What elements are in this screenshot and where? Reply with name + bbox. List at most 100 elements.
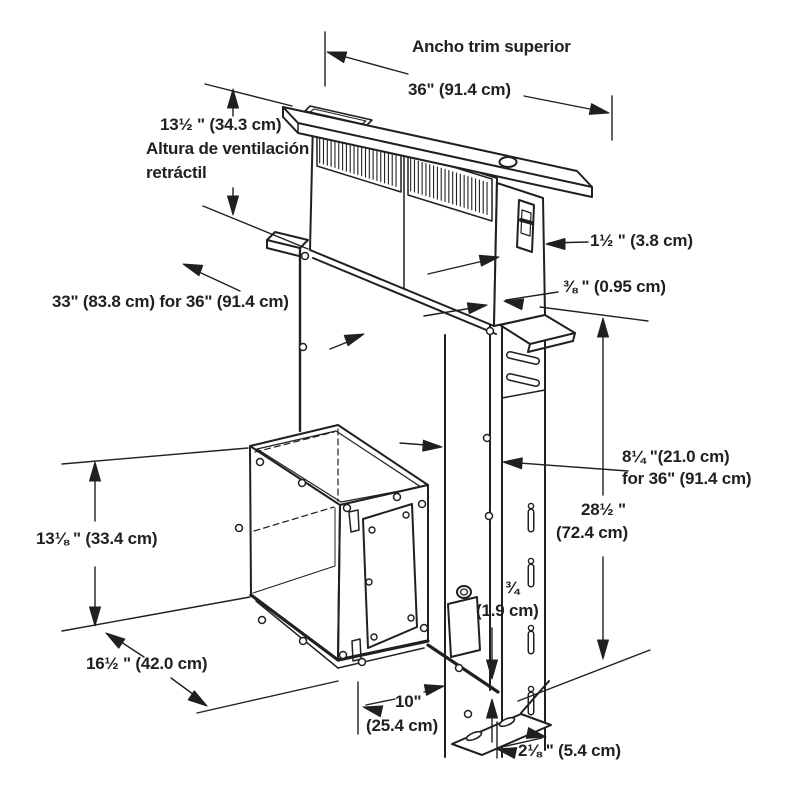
screw xyxy=(338,650,348,660)
bracket-brace xyxy=(520,680,550,714)
trim-left-edge xyxy=(282,106,299,124)
label-floor-clearance: ¾ xyxy=(505,578,519,597)
arrowhead xyxy=(503,298,525,311)
screw xyxy=(300,251,310,261)
arrowhead xyxy=(227,195,239,216)
arrowhead xyxy=(326,51,348,64)
door-screw xyxy=(368,526,376,534)
dimension-line xyxy=(539,306,649,322)
arrowhead xyxy=(362,705,384,718)
label-box-width-2: (25.4 cm) xyxy=(366,716,438,735)
screw xyxy=(484,511,494,521)
screw xyxy=(298,636,308,646)
screw xyxy=(257,615,267,625)
arrowhead xyxy=(105,632,126,649)
dimension-line xyxy=(61,447,249,465)
keyhole-slot xyxy=(527,557,535,565)
screw xyxy=(454,663,464,673)
arrowhead xyxy=(486,659,498,680)
trim-front-edge xyxy=(297,122,593,188)
dimension-line xyxy=(517,649,651,702)
dimension-line xyxy=(505,291,559,301)
arrowhead xyxy=(486,698,498,719)
label-trim-thickness: 1½ " (3.8 cm) xyxy=(590,231,693,250)
switch-knob xyxy=(519,218,534,225)
door-screw xyxy=(407,614,415,622)
hinge-top xyxy=(348,509,360,533)
trim-knockout-hole xyxy=(498,156,518,168)
cable-connector-inner xyxy=(459,588,469,596)
screw xyxy=(298,342,308,352)
arrowhead xyxy=(343,333,365,347)
label-vent-height-2: Altura de ventilación xyxy=(146,139,310,158)
dimension-line xyxy=(61,596,251,632)
screw xyxy=(342,503,352,513)
door-screw xyxy=(365,578,373,586)
interior-floor-edge xyxy=(252,565,336,594)
arrowhead xyxy=(89,461,101,482)
arrowhead xyxy=(597,317,609,338)
label-cutout-width: 33" (83.8 cm) for 36" (91.4 cm) xyxy=(52,292,289,311)
bracket-bottom xyxy=(501,389,546,399)
screw xyxy=(463,709,473,719)
bracket-hole xyxy=(465,730,483,742)
label-vent-height: 13½ " (34.3 cm) xyxy=(160,115,282,134)
arrowhead xyxy=(588,103,610,115)
label-panel-gap: ⅜ " (0.95 cm) xyxy=(563,277,666,296)
dimension-line xyxy=(365,698,396,706)
label-box-width: 10" xyxy=(395,692,422,711)
arrowhead xyxy=(597,639,609,660)
label-vent-height-3: retráctil xyxy=(146,163,207,182)
dimension-line xyxy=(501,737,543,748)
arrowhead xyxy=(187,690,208,707)
switch-slot xyxy=(516,199,535,253)
screw xyxy=(417,499,427,509)
label-box-depth: 16½ " (42.0 cm) xyxy=(86,654,208,673)
top-trim xyxy=(282,106,593,198)
dimension-line xyxy=(505,461,629,472)
arrowhead xyxy=(422,439,443,452)
grille-right xyxy=(407,152,493,222)
arrowhead xyxy=(502,457,523,470)
arrowhead xyxy=(545,238,566,250)
label-trim-width: 36" (91.4 cm) xyxy=(408,80,511,99)
screw xyxy=(234,523,244,533)
box-left-edge xyxy=(249,445,252,596)
dimension-line xyxy=(202,205,309,250)
dimension-line xyxy=(196,680,339,714)
arrowhead xyxy=(423,684,445,696)
door-screw xyxy=(402,511,410,519)
access-door xyxy=(362,503,418,649)
label-overall-height: 28½ " xyxy=(581,500,626,519)
arrowhead xyxy=(89,606,101,627)
switch-slot-inner xyxy=(520,209,532,237)
riser-bottom-rail xyxy=(312,257,497,335)
label-floor-clearance-2: (1.9 cm) xyxy=(476,601,539,620)
screw xyxy=(392,492,402,502)
label-trim-anchor: Ancho trim superior xyxy=(412,37,571,56)
label-bracket-width: 2⅛ " (5.4 cm) xyxy=(518,741,621,760)
arrowhead xyxy=(466,302,488,315)
box-front-edge xyxy=(337,504,341,661)
arrowhead xyxy=(496,747,518,759)
screw xyxy=(255,457,265,467)
arrowhead xyxy=(478,254,500,267)
arrowhead xyxy=(525,727,547,739)
screw xyxy=(357,657,367,667)
label-duct-offset-2: for 36" (91.4 cm) xyxy=(622,469,752,488)
arrowhead xyxy=(227,88,239,109)
screw xyxy=(482,433,492,443)
hidden-edge xyxy=(253,506,335,532)
screw xyxy=(297,478,307,488)
keyhole-slot xyxy=(527,624,535,632)
dimension-line xyxy=(204,83,293,107)
hidden-edge xyxy=(254,431,335,453)
label-duct-offset: 8¼ "(21.0 cm) xyxy=(622,447,730,466)
floor-bracket-plate xyxy=(451,713,552,756)
screw xyxy=(419,623,429,633)
door-screw xyxy=(370,633,378,641)
keyhole-slot xyxy=(527,502,535,510)
label-overall-height-2: (72.4 cm) xyxy=(556,523,628,542)
